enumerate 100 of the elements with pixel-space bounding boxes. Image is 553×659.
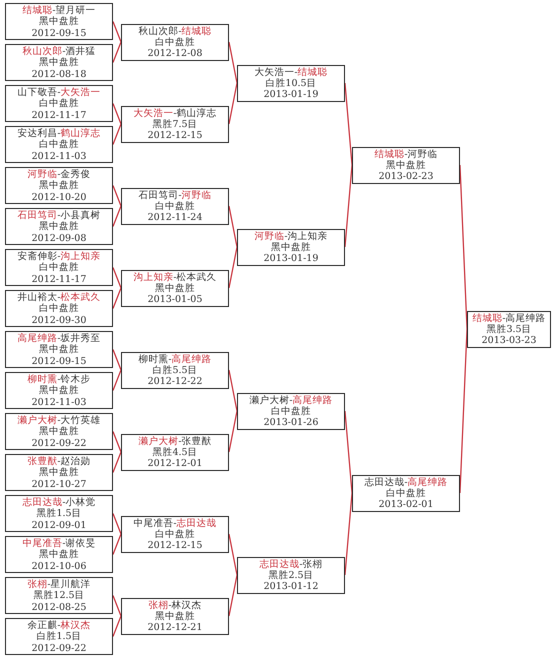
match-result: 白胜10.5目 xyxy=(265,78,317,89)
match-date: 2012-08-18 xyxy=(32,68,86,80)
bracket-line xyxy=(228,574,238,616)
match-players: 柳时熏-高尾绅路 xyxy=(138,354,212,364)
match-box xyxy=(237,556,345,594)
match-box xyxy=(121,434,229,470)
match-date: 2012-09-30 xyxy=(32,314,86,326)
match-result: 黑胜3.5目 xyxy=(486,324,532,335)
match-players: 濑户大树-张豊猷 xyxy=(138,436,212,446)
bracket-line xyxy=(112,370,122,391)
match-result: 黑中盘胜 xyxy=(386,160,426,171)
match-box xyxy=(5,577,113,614)
match-players: 秋山次郎-结城聪 xyxy=(138,26,212,36)
match-players: 中尾准吾-谢依旻 xyxy=(22,538,96,549)
match-box xyxy=(5,85,113,122)
match-date: 2012-10-06 xyxy=(32,560,86,572)
match-result: 黑胜12.5目 xyxy=(33,590,85,602)
match-players: 濑户大树-大竹英雄 xyxy=(17,415,101,426)
match-date: 2013-01-05 xyxy=(148,294,202,306)
match-players: 濑户大树-高尾绅路 xyxy=(249,394,333,406)
match-box xyxy=(5,331,113,368)
match-date: 2013-01-12 xyxy=(264,581,318,592)
match-players: 结城聪-望月研一 xyxy=(22,5,96,16)
bracket-line xyxy=(228,206,238,248)
match-box xyxy=(5,372,113,409)
match-players: 张豊猷-赵治勋 xyxy=(27,456,91,467)
bracket-line xyxy=(112,349,122,370)
bracket-line xyxy=(228,410,238,452)
match-date: 2012-09-22 xyxy=(32,438,86,449)
match-box xyxy=(5,167,113,204)
match-date: 2012-12-22 xyxy=(148,376,202,388)
match-date: 2012-09-15 xyxy=(32,356,86,367)
match-date: 2013-02-01 xyxy=(378,499,434,510)
match-players: 河野临-金秀俊 xyxy=(27,169,91,180)
bracket-line xyxy=(228,82,238,124)
bracket-line xyxy=(112,288,122,309)
match-result: 白中盘胜 xyxy=(155,36,195,48)
match-box xyxy=(237,228,345,266)
match-date: 2012-11-17 xyxy=(32,110,86,121)
bracket-line xyxy=(112,267,122,288)
match-players: 结城聪-高尾绅路 xyxy=(472,312,546,324)
bracket-line xyxy=(112,616,122,637)
bracket-line xyxy=(112,452,122,473)
match-box xyxy=(237,64,345,102)
match-box xyxy=(121,24,229,60)
bracket-line xyxy=(112,431,122,452)
match-box xyxy=(5,249,113,286)
match-result: 黑中盘胜 xyxy=(39,467,79,478)
match-result: 白中盘胜 xyxy=(155,200,195,212)
match-date: 2012-09-01 xyxy=(32,520,86,531)
match-result: 黑中盘胜 xyxy=(39,426,79,438)
match-date: 2013-02-23 xyxy=(378,171,434,182)
match-result: 黑中盘胜 xyxy=(39,385,79,396)
match-players: 大矢浩一-鹤山淳志 xyxy=(133,108,217,118)
match-result: 黑中盘胜 xyxy=(155,610,195,622)
match-players: 沟上知亲-松本武久 xyxy=(133,272,217,282)
match-result: 黑胜4.5目 xyxy=(152,446,198,458)
match-players: 安达利昌-鹤山淳志 xyxy=(17,128,101,139)
match-result: 白中盘胜 xyxy=(155,528,195,540)
match-date: 2013-03-23 xyxy=(482,335,536,346)
match-box xyxy=(5,413,113,450)
bracket-line xyxy=(112,534,122,555)
match-date: 2012-09-08 xyxy=(32,232,86,244)
bracket-line xyxy=(228,370,238,412)
match-result: 黑中盘胜 xyxy=(39,57,79,68)
match-box xyxy=(121,516,229,552)
match-date: 2012-08-25 xyxy=(32,602,86,613)
match-box xyxy=(467,310,551,348)
bracket-line xyxy=(112,595,122,616)
match-players: 石田笃司-河野临 xyxy=(138,190,212,200)
match-date: 2012-12-15 xyxy=(148,130,202,142)
match-players: 结城聪-河野临 xyxy=(374,148,438,160)
match-box xyxy=(5,3,113,40)
match-date: 2012-10-27 xyxy=(32,478,86,490)
match-box xyxy=(5,618,113,655)
match-result: 黑胜2.5目 xyxy=(268,570,314,581)
bracket-line xyxy=(112,513,122,534)
match-result: 白胜1.5目 xyxy=(36,631,82,642)
bracket-line xyxy=(112,124,122,145)
bracket-line xyxy=(228,246,238,288)
match-players: 张栩-林汉杰 xyxy=(148,600,202,610)
match-players: 高尾绅路-坂井秀至 xyxy=(17,333,101,344)
match-box xyxy=(5,495,113,532)
match-date: 2012-11-17 xyxy=(32,274,86,285)
match-box xyxy=(121,270,229,306)
bracket-line xyxy=(112,42,122,63)
match-result: 白中盘胜 xyxy=(39,139,79,150)
match-date: 2012-11-03 xyxy=(32,150,86,162)
match-result: 黑中盘胜 xyxy=(39,221,79,232)
match-result: 白中盘胜 xyxy=(39,98,79,110)
match-date: 2012-09-15 xyxy=(32,28,86,39)
bracket-line xyxy=(228,42,238,84)
match-result: 黑中盘胜 xyxy=(39,344,79,356)
match-box xyxy=(5,126,113,163)
match-box xyxy=(5,208,113,245)
match-date: 2012-12-01 xyxy=(148,458,202,470)
bracket-line xyxy=(112,185,122,206)
match-date: 2012-10-20 xyxy=(32,192,86,203)
match-players: 志田达哉-张栩 xyxy=(259,558,323,570)
match-date: 2012-12-21 xyxy=(148,622,202,634)
